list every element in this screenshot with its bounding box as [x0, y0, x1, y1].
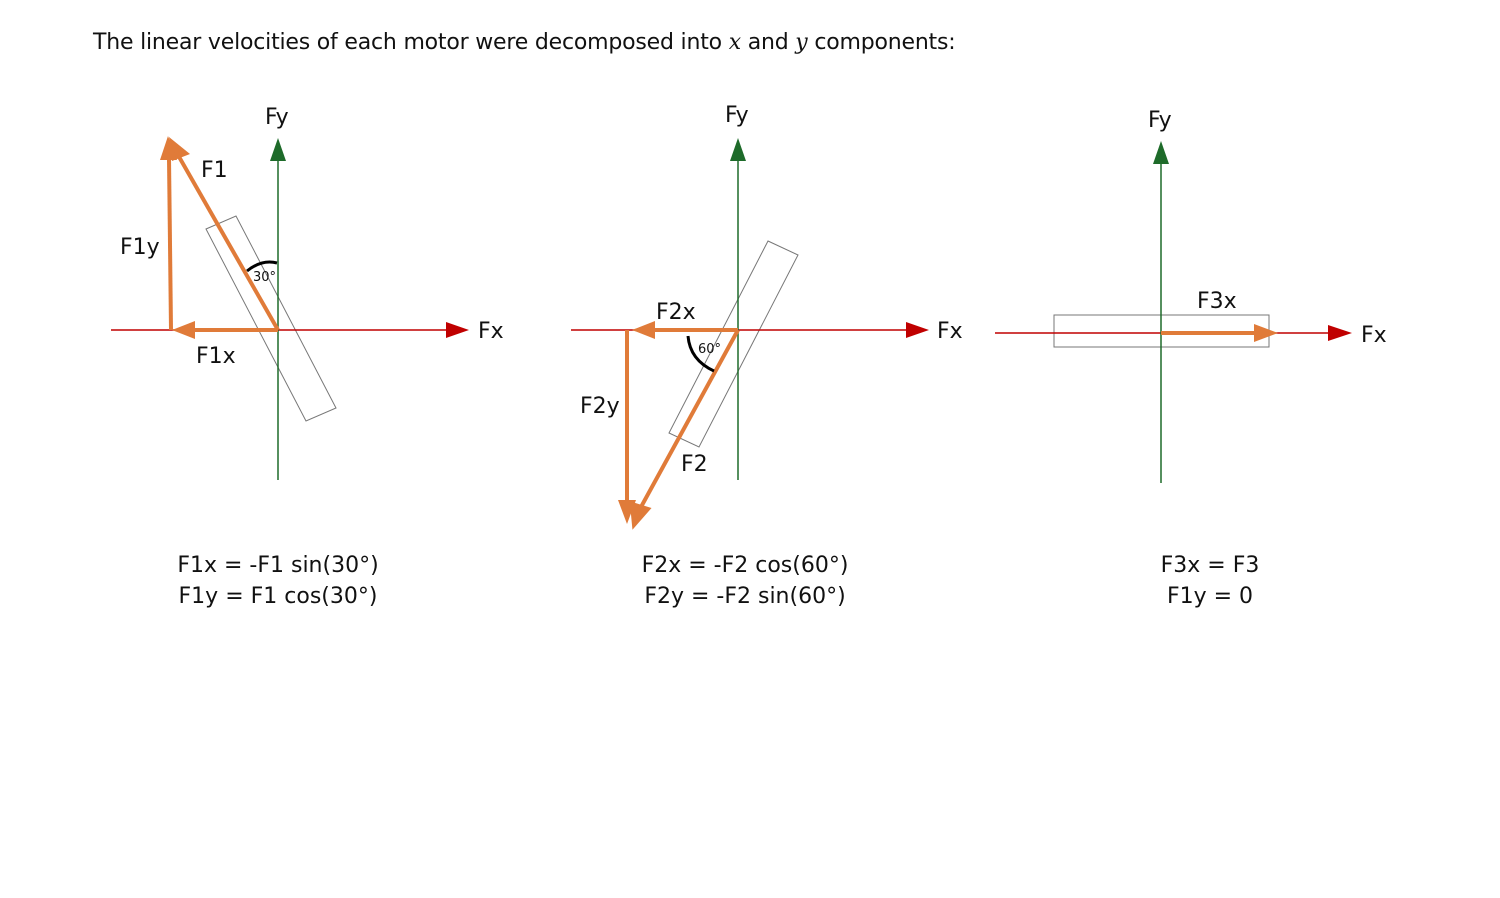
x-axis-label: Fx [1361, 323, 1387, 348]
y-axis-arrow-icon [1153, 141, 1169, 164]
y-axis-label: Fy [725, 103, 749, 128]
vector-f2x-arrow-icon [632, 321, 655, 339]
diagram-motor-1: Fx Fy F1 F1y F1x 30° [111, 105, 504, 480]
vector-f3x-arrow-icon [1254, 324, 1278, 342]
x-axis-label: Fx [478, 319, 504, 344]
motor-2-body [668, 240, 799, 448]
x-axis-label: Fx [937, 319, 963, 344]
vector-f1y-label: F1y [120, 235, 160, 260]
equations-motor-3: F3x = F3 F1y = 0 [1110, 550, 1310, 612]
equations-motor-1: F1x = -F1 sin(30°) F1y = F1 cos(30°) [128, 550, 428, 612]
equation-f3x: F3x = F3 [1160, 553, 1260, 578]
x-axis-arrow-icon [906, 322, 929, 338]
equations-motor-2: F2x = -F2 cos(60°) F2y = -F2 sin(60°) [595, 550, 895, 612]
angle-label-30: 30° [253, 270, 276, 285]
equation-f1x: F1x = -F1 sin(30°) [177, 553, 379, 578]
intro-text-part: components: [807, 30, 956, 55]
variable-x: x [728, 30, 741, 55]
intro-text-part: and [740, 30, 796, 55]
y-axis-arrow-icon [730, 138, 746, 161]
vector-f2y-label: F2y [580, 394, 620, 419]
vector-f1 [176, 154, 280, 331]
vector-f1x-arrow-icon [172, 321, 195, 339]
angle-arc-30 [246, 260, 278, 273]
y-axis-label: Fy [265, 105, 289, 130]
y-axis-arrow-icon [270, 138, 286, 161]
intro-text-part: The linear velocities of each motor were… [93, 30, 729, 55]
vector-f2-arrow-icon [629, 501, 652, 530]
y-axis-label: Fy [1148, 108, 1172, 133]
x-axis-arrow-icon [1328, 325, 1352, 341]
intro-text: The linear velocities of each motor were… [93, 30, 956, 55]
vector-f1y-arrow-icon [160, 136, 177, 160]
equation-f2y: F2y = -F2 sin(60°) [644, 584, 846, 609]
vector-f2x-label: F2x [656, 300, 696, 325]
equation-f3y: F1y = 0 [1166, 584, 1254, 609]
vector-f1-label: F1 [201, 158, 228, 183]
equation-f1y: F1y = F1 cos(30°) [178, 584, 378, 609]
vector-f2-label: F2 [681, 452, 708, 477]
motor-1-body [205, 215, 337, 422]
vector-f1x-label: F1x [196, 344, 236, 369]
angle-label-60: 60° [698, 342, 721, 357]
vector-f1y [167, 157, 173, 331]
x-axis-arrow-icon [446, 322, 469, 338]
vector-f3x-label: F3x [1197, 289, 1237, 314]
diagram-motor-2: Fx Fy F2x F2y F2 60° [571, 103, 963, 530]
equation-f2x: F2x = -F2 cos(60°) [641, 553, 849, 578]
angle-arc-60 [686, 335, 715, 373]
vector-f2 [639, 329, 740, 508]
variable-y: y [795, 30, 808, 55]
diagram-motor-3: Fx Fy F3x [995, 108, 1387, 483]
